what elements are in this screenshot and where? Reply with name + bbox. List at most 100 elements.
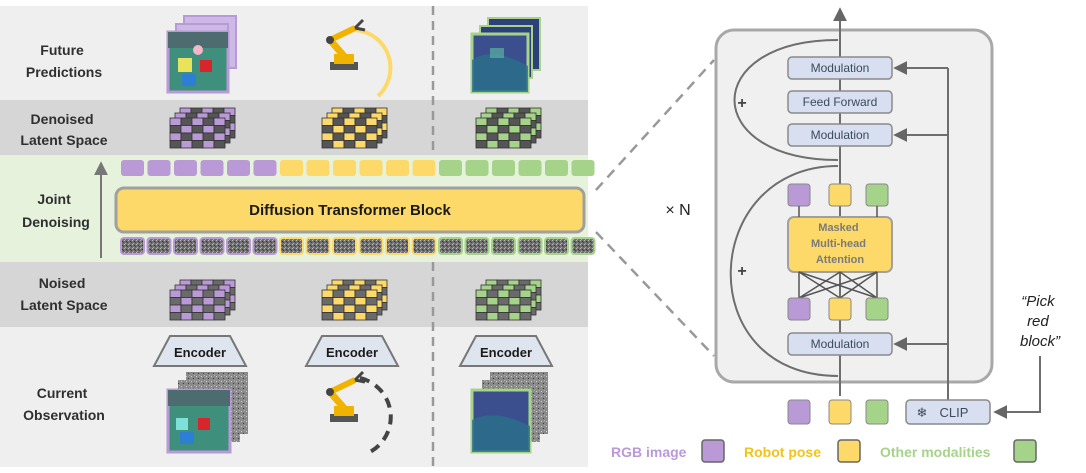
denoised-latent-grids <box>169 107 542 149</box>
svg-text:Modulation: Modulation <box>811 61 870 75</box>
label-denoised: Denoised Latent Space <box>20 111 107 148</box>
noised-latent-grids <box>169 279 542 321</box>
label-joint: Joint Denoising <box>22 191 90 230</box>
attention-connections <box>798 206 878 299</box>
svg-text:Encoder: Encoder <box>174 345 226 360</box>
residual-plus-top: + <box>737 95 746 112</box>
label-future: Future Predictions <box>26 42 102 80</box>
noised-grid-other <box>475 279 542 321</box>
svg-text:Encoder: Encoder <box>326 345 378 360</box>
residual-plus-bottom: + <box>737 263 746 280</box>
label-current: Current Observation <box>23 385 105 423</box>
current-rgb-frames <box>166 372 248 454</box>
current-other-frames <box>470 372 548 454</box>
noisy-input-token <box>491 237 516 255</box>
output-token <box>412 160 436 176</box>
text-prompt: “Pick red block” <box>1020 293 1061 350</box>
input-token-other <box>865 399 889 425</box>
output-token <box>439 160 462 176</box>
noisy-input-token <box>570 237 596 255</box>
modulation-box-top: Modulation <box>787 56 893 80</box>
legend-pose-label: Robot pose <box>744 444 821 460</box>
future-robot-arm-icon <box>326 18 393 98</box>
noisy-input-token <box>438 237 463 255</box>
output-token <box>147 160 171 176</box>
svg-text:Masked Multi-head: Masked Multi-head Attention <box>811 222 869 266</box>
output-token <box>571 160 595 176</box>
denoised-grid-other <box>475 107 542 149</box>
output-token <box>227 160 250 176</box>
denoised-grid-pose <box>321 107 388 149</box>
svg-text:CLIP: CLIP <box>940 405 969 420</box>
output-token <box>306 160 330 176</box>
dit-block-label: Diffusion Transformer Block <box>249 202 451 219</box>
noisy-input-token <box>252 237 278 255</box>
output-token <box>333 160 356 176</box>
noisy-input-token <box>120 237 145 255</box>
output-token <box>121 160 144 176</box>
zoom-line-bottom <box>595 231 715 357</box>
output-token-row <box>121 160 595 176</box>
denoised-grid-rgb <box>169 107 236 149</box>
output-token <box>492 160 515 176</box>
noisy-input-token <box>517 237 543 255</box>
attn-out-token-pose <box>828 183 852 207</box>
svg-text:Feed Forward: Feed Forward <box>803 95 878 109</box>
legend-rgb-label: RGB image <box>611 444 687 460</box>
dit-detail-panel <box>714 28 994 384</box>
noisy-input-token <box>544 237 569 255</box>
noisy-input-token <box>279 237 304 255</box>
noisy-input-token <box>358 237 384 255</box>
noisy-input-token <box>199 237 225 255</box>
noised-grid-rgb <box>169 279 236 321</box>
attn-out-token-other <box>865 183 889 207</box>
snowflake-icon: ❄ <box>917 405 928 420</box>
prompt-arrow <box>993 356 1041 419</box>
attn-in-token-rgb <box>787 297 811 321</box>
noisy-input-token <box>146 237 172 255</box>
svg-text:Modulation: Modulation <box>811 337 870 351</box>
input-token-pose <box>828 399 852 425</box>
noisy-input-token <box>411 237 437 255</box>
output-token <box>174 160 197 176</box>
output-token <box>253 160 277 176</box>
label-noised: Noised Latent Space <box>20 275 107 313</box>
legend-pose-swatch <box>837 439 861 463</box>
noised-grid-pose <box>321 279 388 321</box>
clip-condition-lines <box>893 61 949 400</box>
clip-box: ❄ CLIP <box>905 399 991 425</box>
future-other-frames <box>470 17 541 94</box>
legend-rgb-swatch <box>701 439 725 463</box>
modulation-box-bottom: Modulation <box>787 332 893 356</box>
output-token <box>465 160 489 176</box>
noisy-input-token <box>173 237 198 255</box>
residual-arc-ffn <box>733 39 839 161</box>
legend-other-label: Other modalities <box>880 444 991 460</box>
encoder-other: Encoder <box>458 335 554 367</box>
output-token <box>386 160 409 176</box>
current-robot-arm-icon <box>326 370 393 454</box>
encoder-rgb: Encoder <box>152 335 248 367</box>
attn-in-token-other <box>865 297 889 321</box>
zoom-line-top <box>595 59 715 191</box>
output-token <box>518 160 542 176</box>
noisy-input-token <box>332 237 357 255</box>
output-token <box>545 160 568 176</box>
noisy-input-token <box>226 237 251 255</box>
feed-forward-box: Feed Forward <box>787 90 893 114</box>
diffusion-transformer-block <box>114 186 586 234</box>
residual-arc-attn <box>729 165 839 377</box>
attn-out-token-rgb <box>787 183 811 207</box>
future-rgb-frames <box>166 15 237 94</box>
svg-text:Modulation: Modulation <box>811 128 870 142</box>
legend-other-swatch <box>1013 439 1037 463</box>
output-token <box>280 160 303 176</box>
attn-in-token-pose <box>828 297 852 321</box>
repeat-count: × N <box>665 202 690 219</box>
encoder-pose: Encoder <box>304 335 400 367</box>
input-token-rgb <box>787 399 811 425</box>
noisy-input-token <box>305 237 331 255</box>
legend: RGB image Robot pose Other modalities <box>611 439 1037 463</box>
output-token <box>359 160 383 176</box>
